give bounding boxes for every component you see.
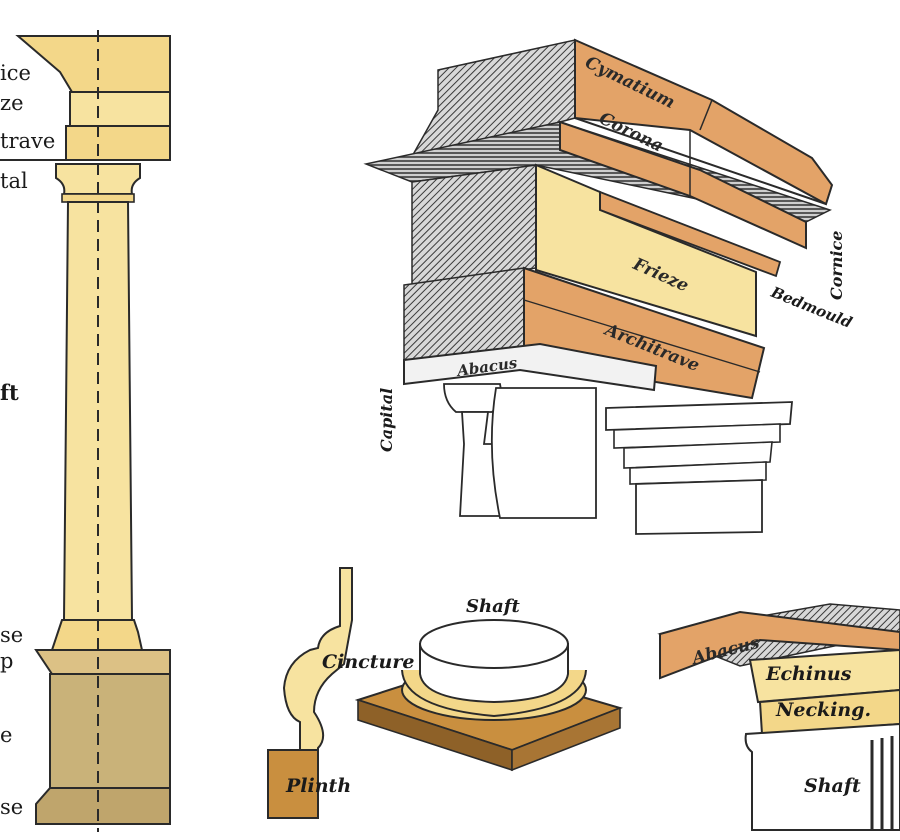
- label-pedestal-cap: p: [0, 649, 13, 673]
- frieze-block: [69, 91, 171, 127]
- capital-echinus: [443, 383, 502, 413]
- label-architrave: trave: [0, 129, 55, 153]
- pedestal-cap: [34, 649, 171, 675]
- label-shaft-base: Shaft: [466, 596, 520, 617]
- label-shaft-capital: Shaft: [804, 775, 861, 797]
- label-cornice: ice: [0, 61, 31, 85]
- abacus-slab: [403, 342, 658, 392]
- corona-face: [559, 120, 807, 250]
- order-elevation: ice ze trave tal ft se p e se: [0, 30, 171, 832]
- label-capital: tal: [0, 169, 28, 193]
- capital-abacus-face: [659, 610, 900, 680]
- label-capital-detail: Capital: [377, 388, 396, 452]
- label-frieze: ze: [0, 91, 24, 115]
- label-die: e: [0, 723, 12, 747]
- capital-echinus-face: [748, 648, 900, 704]
- frieze-face: [535, 163, 757, 338]
- architrave-block: [65, 125, 171, 161]
- label-necking: Necking.: [775, 699, 871, 721]
- entablature-detail: Cymatium Corona Frieze Bedmould Cornice …: [363, 38, 855, 535]
- cornice-block: [15, 35, 171, 93]
- column-drum-front: [490, 387, 597, 519]
- label-cornice-detail: Cornice: [827, 231, 846, 300]
- pedestal-die: [49, 673, 171, 789]
- hatched-frieze-side: [411, 164, 537, 286]
- pilaster-shaft: [635, 479, 763, 535]
- base-detail: Shaft Cincture Plinth: [267, 567, 624, 819]
- pedestal-base: [35, 787, 171, 825]
- label-base: se: [0, 623, 23, 647]
- plinth-block: [267, 749, 319, 819]
- capital-detail: Abacus Echinus Necking. Shaft: [657, 603, 900, 831]
- label-cincture: Cincture: [322, 651, 414, 673]
- label-shaft: ft: [0, 380, 19, 405]
- label-echinus: Echinus: [765, 663, 852, 685]
- pilaster-capital: [605, 401, 793, 431]
- capital-necking-face: [758, 688, 900, 736]
- label-pedestal-base: se: [0, 795, 23, 819]
- capital-shaft-column: [744, 722, 900, 831]
- label-plinth: Plinth: [285, 775, 351, 797]
